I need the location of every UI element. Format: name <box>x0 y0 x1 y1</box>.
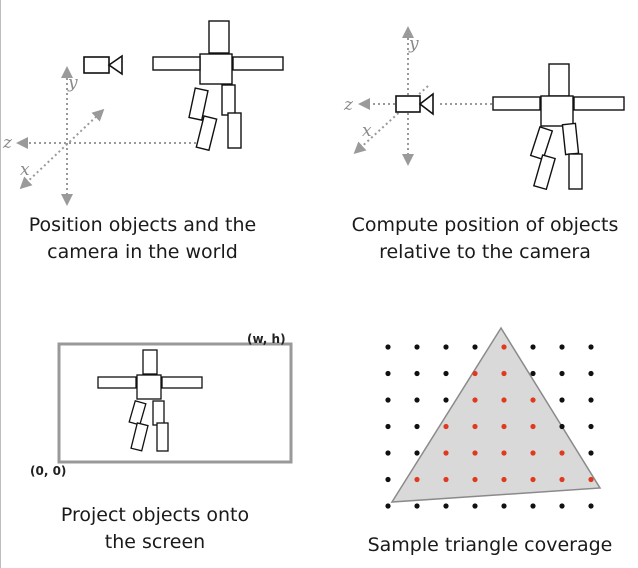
sample-point <box>414 370 420 377</box>
sample-point <box>385 450 391 456</box>
sample-point <box>588 370 594 377</box>
covered-sample-point <box>501 370 507 377</box>
sample-point <box>559 503 565 509</box>
covered-sample-point <box>530 423 536 430</box>
screen-corner-top-right: (w, h) <box>247 332 286 346</box>
sample-point <box>414 450 420 456</box>
project-caption: Project objects onto the screen <box>15 502 295 556</box>
covered-sample-point <box>530 476 536 483</box>
camera-axes <box>353 26 492 166</box>
covered-sample-point <box>414 476 420 483</box>
sample-point <box>443 370 449 377</box>
sample-point <box>385 397 391 403</box>
covered-sample-point <box>501 344 507 350</box>
robot-figure-icon <box>97 349 203 452</box>
sample-point <box>472 344 478 350</box>
camera-caption: Compute position of objects relative to … <box>335 212 635 266</box>
covered-sample-point <box>501 423 507 430</box>
covered-sample-point <box>501 397 507 403</box>
z-axis-label: z <box>2 133 13 153</box>
sample-point <box>414 397 420 403</box>
world-caption-line1: Position objects and the <box>28 214 257 236</box>
sample-point <box>443 503 449 509</box>
robot-figure-icon <box>492 63 625 191</box>
sample-grid <box>385 344 594 509</box>
covered-sample-point <box>443 450 449 456</box>
screen-rectangle <box>57 342 293 464</box>
sample-point <box>530 344 536 350</box>
covered-sample-point <box>443 476 449 483</box>
camera-caption-line2: relative to the camera <box>379 241 591 263</box>
covered-sample-point <box>472 423 478 430</box>
z-axis-label: z <box>343 95 354 115</box>
sample-point <box>414 423 420 430</box>
sample-point <box>559 423 565 430</box>
robot-figure-icon <box>152 20 284 152</box>
sample-point <box>588 503 594 509</box>
sample-point <box>472 503 478 509</box>
covered-sample-point <box>443 423 449 430</box>
projection-diagram <box>57 342 293 464</box>
sample-point <box>414 344 420 350</box>
y-axis-label: y <box>67 73 78 93</box>
coverage-triangle <box>390 326 602 503</box>
world-caption: Position objects and the camera in the w… <box>0 212 285 266</box>
sample-point <box>588 423 594 430</box>
sample-point <box>385 344 391 350</box>
screen-corner-bottom-left: (0, 0) <box>30 464 67 478</box>
sample-point <box>588 397 594 403</box>
sample-point <box>385 423 391 430</box>
camera-caption-line1: Compute position of objects <box>351 214 619 236</box>
y-axis-label: y <box>408 34 419 54</box>
left-border <box>0 0 1 568</box>
sample-point <box>443 344 449 350</box>
covered-sample-point <box>559 450 565 456</box>
covered-sample-point <box>501 476 507 483</box>
camera-icon <box>83 54 123 76</box>
covered-sample-point <box>472 476 478 483</box>
camera-icon <box>395 92 434 116</box>
sample-point <box>385 370 391 377</box>
sample-point <box>443 397 449 403</box>
covered-sample-point <box>530 397 536 403</box>
covered-sample-point <box>472 397 478 403</box>
sample-point <box>385 503 391 509</box>
sample-point <box>588 344 594 350</box>
project-caption-line1: Project objects onto <box>60 504 250 526</box>
sample-caption: Sample triangle coverage <box>345 532 635 559</box>
covered-sample-point <box>501 450 507 456</box>
sample-point <box>385 476 391 483</box>
sampling-diagram <box>385 326 602 509</box>
world-axes <box>16 66 196 206</box>
world-diagram: y z x <box>2 20 284 206</box>
covered-sample-point <box>472 450 478 456</box>
covered-sample-point <box>530 450 536 456</box>
camera-diagram: y z x <box>343 26 625 191</box>
world-caption-line2: camera in the world <box>47 241 238 263</box>
covered-sample-point <box>559 476 565 483</box>
sample-point <box>559 344 565 350</box>
sample-point <box>530 370 536 377</box>
sample-point <box>559 397 565 403</box>
project-caption-line2: the screen <box>104 531 206 553</box>
x-axis-label: x <box>20 160 30 180</box>
sample-point <box>588 450 594 456</box>
sample-point <box>414 503 420 509</box>
sample-point <box>501 503 507 509</box>
x-axis <box>19 108 105 190</box>
sample-point <box>559 370 565 377</box>
x-axis-label: x <box>362 121 372 141</box>
covered-sample-point <box>588 476 594 483</box>
sample-caption-line1: Sample triangle coverage <box>367 534 613 556</box>
sample-point <box>530 503 536 509</box>
covered-sample-point <box>472 370 478 377</box>
